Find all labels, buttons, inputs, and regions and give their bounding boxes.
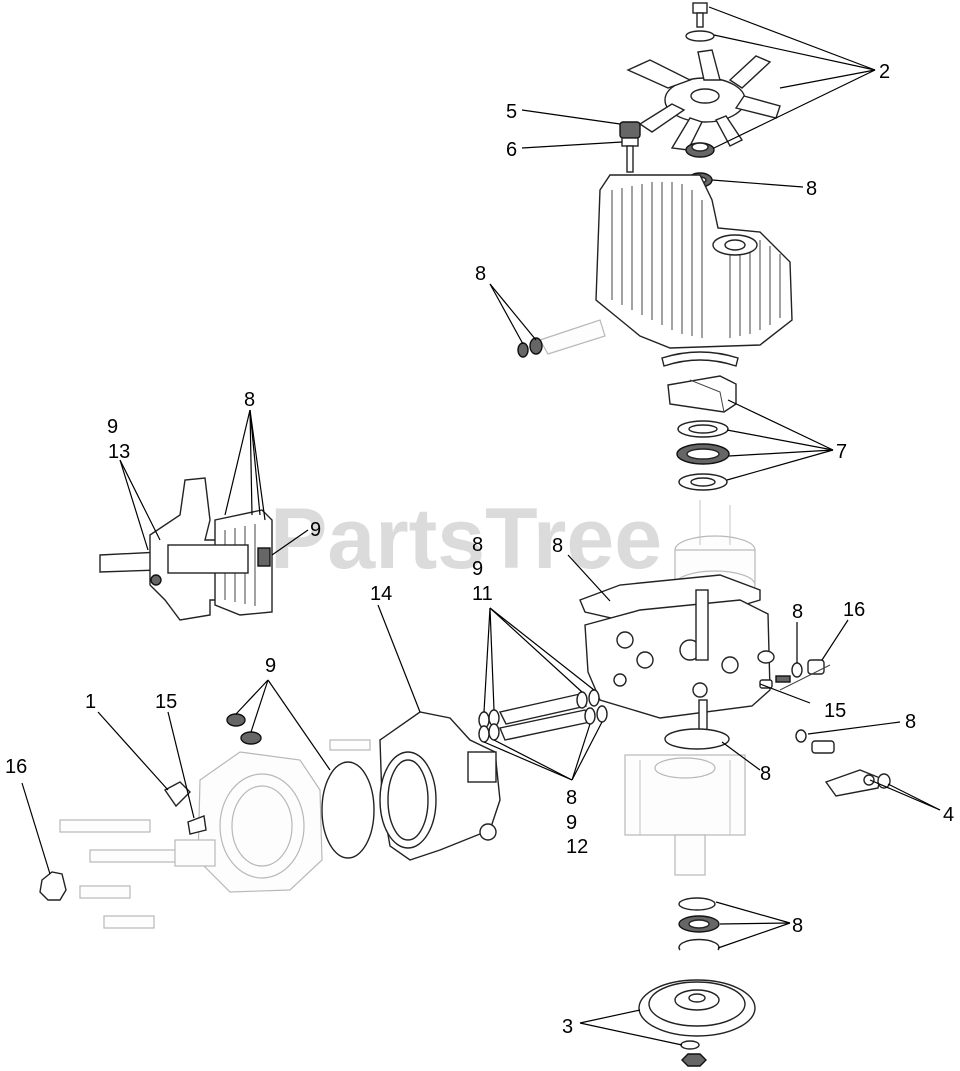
thrust-bearing-stack [676, 420, 730, 491]
callout-8-rods-upper: 8 [472, 534, 483, 556]
callout-7: 7 [836, 441, 847, 463]
retainer-bracket [163, 781, 191, 808]
pulley-nut [681, 1053, 707, 1067]
cooling-fan [626, 49, 781, 151]
callout-8-bottom-stack: 8 [792, 915, 803, 937]
fan-bolt [692, 2, 708, 28]
end-cap-o-ring [321, 761, 375, 859]
bypass-valve [619, 121, 641, 173]
piston-rods [478, 689, 608, 743]
control-arm-parts [795, 729, 891, 797]
callout-16: 16 [5, 756, 27, 778]
motor-housing-faded [174, 751, 323, 893]
callout-11: 13 [108, 441, 130, 463]
callout-4: 4 [943, 804, 954, 826]
swashplate-insert [661, 351, 739, 367]
center-o-ring [664, 728, 730, 750]
woodruff-key [187, 815, 207, 835]
castle-nut [39, 871, 67, 901]
motor-cross-section [99, 477, 273, 621]
end-cap [379, 711, 501, 861]
callout-5: 5 [506, 101, 517, 123]
callout-15: 15 [155, 691, 177, 713]
callout-6: 6 [506, 139, 517, 161]
swashplate [667, 375, 737, 413]
callout-1: 1 [85, 691, 96, 713]
fan-washer [685, 30, 715, 42]
callout-8-right-o-ring: 8 [905, 711, 916, 733]
callout-8-right-small: 8 [792, 601, 803, 623]
callout-8-gasket: 8 [552, 535, 563, 557]
callout-9-cross-right: 9 [310, 519, 321, 541]
center-section [579, 574, 771, 741]
lower-gear-assembly-faded [624, 754, 746, 876]
callout-13: 15 [824, 700, 846, 722]
side-shaft [517, 319, 606, 358]
watermark-text: PartsTree [270, 491, 662, 587]
callout-10-rods-upper: 11 [472, 583, 493, 605]
callout-8-side-shaft: 8 [475, 263, 486, 285]
callout-8-top: 8 [806, 178, 817, 200]
callout-8-lower-o-ring: 8 [760, 763, 771, 785]
callout-9-cross-left: 9 [107, 416, 118, 438]
housing-bolts-faded [59, 739, 371, 929]
callout-9-cross-top: 8 [244, 389, 255, 411]
callout-labels: 2 5 6 8 8 7 8 9 13 9 8 8 9 11 14 8 16 9 … [5, 61, 954, 1038]
leader-lines [21, 6, 941, 1046]
callout-8-rods-lower: 8 [566, 787, 577, 809]
callout-10-rods-lower: 12 [566, 836, 588, 858]
callout-9-rods-upper: 9 [472, 558, 483, 580]
callout-3: 3 [562, 1016, 573, 1038]
fan-hub [685, 142, 715, 158]
pulley-washer [680, 1040, 700, 1050]
upper-housing [595, 174, 793, 349]
callout-14: 16 [843, 599, 865, 621]
callout-9-plugs: 9 [265, 655, 276, 677]
callout-12: 14 [370, 583, 392, 605]
callout-2: 2 [879, 61, 890, 83]
plugs [226, 713, 262, 745]
output-bearing-stack [678, 897, 720, 951]
callout-9-rods-lower: 9 [566, 812, 577, 834]
drive-pulley [638, 979, 756, 1037]
